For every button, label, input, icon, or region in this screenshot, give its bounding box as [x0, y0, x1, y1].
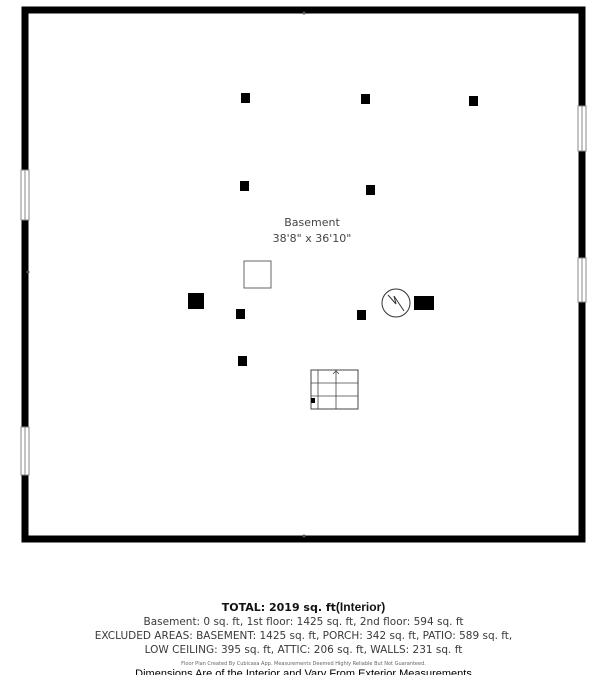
floor-plan: Basement 38'8" x 36'10" [20, 6, 587, 543]
wall-marker-left [26, 270, 30, 274]
floor-plan-summary: TOTAL: 2019 sq. ft(Interior) Basement: 0… [0, 600, 607, 675]
support-post-icon [240, 181, 249, 191]
furnace-icon [414, 296, 434, 310]
excluded-areas: EXCLUDED AREAS: BASEMENT: 1425 sq. ft, P… [94, 630, 513, 642]
support-post-icon [469, 96, 478, 106]
total-area-suffix: (Interior) [335, 600, 386, 614]
support-post-icon [357, 310, 366, 320]
other-areas: LOW CEILING: 395 sq. ft, ATTIC: 206 sq. … [144, 644, 463, 656]
support-post-icon [236, 309, 245, 319]
window-right-middle [577, 257, 587, 303]
support-post-icon [238, 356, 247, 366]
sump-pit-icon [188, 293, 204, 309]
wall-marker-top [302, 11, 306, 15]
window-left-lower [20, 426, 30, 476]
total-area: TOTAL: 2019 sq. ft(Interior) [0, 600, 607, 615]
wall-marker-bottom [302, 534, 306, 538]
floor-plan-drawing: Basement 38'8" x 36'10" [20, 6, 587, 543]
total-area-label: TOTAL: 2019 sq. ft [221, 601, 336, 614]
exterior-wall [21, 6, 586, 543]
support-post-icon [361, 94, 370, 104]
stairs-up-icon [310, 369, 359, 410]
water-heater-icon [381, 288, 411, 318]
room-dimensions: 38'8" x 36'10" [273, 232, 352, 245]
support-post-icon [241, 93, 250, 103]
window-right-upper [577, 105, 587, 152]
window-left-upper [20, 169, 30, 221]
disclaimer: Floor Plan Created By Cubicasa App. Meas… [181, 661, 426, 667]
floors-breakdown: Basement: 0 sq. ft, 1st floor: 1425 sq. … [143, 616, 464, 628]
support-post-icon [366, 185, 375, 195]
fixture-outline [243, 260, 272, 289]
room-name: Basement [284, 216, 340, 229]
dimensions-note: Dimensions Are of the Interior and Vary … [135, 668, 472, 675]
